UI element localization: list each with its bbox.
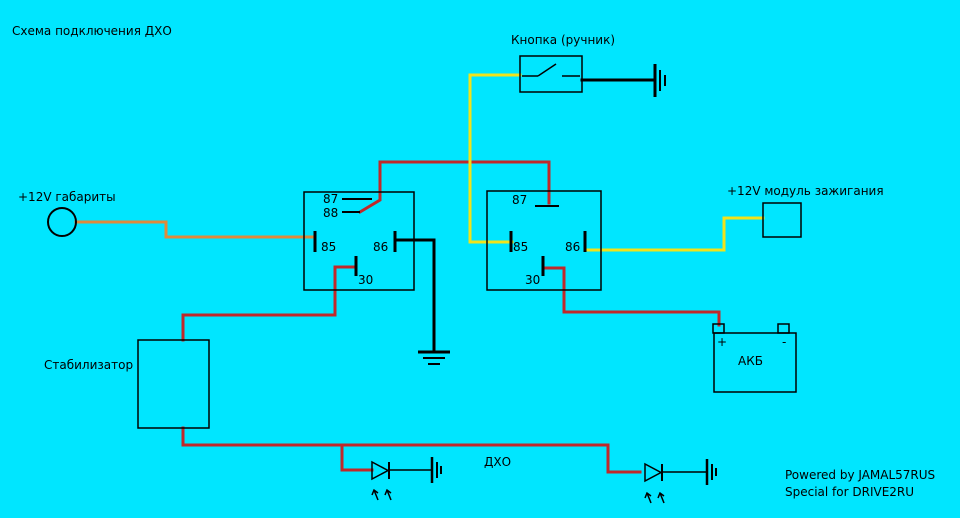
wire-relay1-86-to-ground xyxy=(395,238,436,352)
battery-minus: - xyxy=(782,335,786,349)
relay-1-body xyxy=(303,191,415,291)
battery-body xyxy=(713,332,797,393)
ground-symbol-button xyxy=(653,64,666,97)
wire-relay2-30-to-battery xyxy=(543,266,721,327)
relay-1-pin-88: 88 xyxy=(323,206,338,220)
relay-2-pin-86: 86 xyxy=(565,240,580,254)
drl-label: ДХО xyxy=(484,455,511,469)
wire-drl-branch-left xyxy=(340,443,374,472)
wire-relay2-86-to-ignition xyxy=(583,216,765,252)
ground-symbol-led-1 xyxy=(430,457,442,483)
credit-line-1: Powered by JAMAL57RUS xyxy=(785,468,935,482)
relay-1-pin-87: 87 xyxy=(323,192,338,206)
wires xyxy=(74,73,765,474)
wire-relay1-30-to-stabilizer xyxy=(181,265,358,342)
relay-2-body xyxy=(486,190,602,291)
relay-2-pin-30: 30 xyxy=(525,273,540,287)
wire-parking-to-relay1-85 xyxy=(74,220,314,239)
stabilizer-label: Стабилизатор xyxy=(44,358,133,372)
battery-plus: + xyxy=(717,335,727,349)
handbrake-button-label: Кнопка (ручник) xyxy=(511,33,615,47)
wire-relay1-88-to-relay2-87 xyxy=(357,160,551,215)
relay-2-pin-87: 87 xyxy=(512,193,527,207)
relay-1-pin-30: 30 xyxy=(358,273,373,287)
ground-symbol-led-2 xyxy=(705,459,717,485)
relay-1-pin-86: 86 xyxy=(373,240,388,254)
wire-stabilizer-to-drl xyxy=(181,426,642,474)
handbrake-button: Кнопка (ручник) xyxy=(511,33,615,93)
parking-lights-terminal xyxy=(47,207,77,237)
relay-2-pin-85: 85 xyxy=(513,240,528,254)
stabilizer xyxy=(137,339,210,429)
handbrake-button-body xyxy=(519,55,583,93)
ignition-label: +12V модуль зажигания xyxy=(727,184,884,198)
diagram-title: Схема подключения ДХО xyxy=(12,24,172,38)
relay-1: 87 88 85 86 30 xyxy=(303,191,415,291)
relay-1-pin-85: 85 xyxy=(321,240,336,254)
battery-label: АКБ xyxy=(738,354,763,368)
parking-lights-label: +12V габариты xyxy=(18,190,116,204)
ground-symbol-relay-1 xyxy=(418,350,450,365)
led-1 xyxy=(371,460,432,501)
relay-2: 87 85 86 30 xyxy=(486,190,602,291)
led-2 xyxy=(644,462,707,504)
wire-button-to-relay2-85 xyxy=(468,73,522,244)
battery: + - АКБ xyxy=(712,323,797,393)
credit-line-2: Special for DRIVE2RU xyxy=(785,485,914,499)
ignition-module xyxy=(762,202,802,238)
